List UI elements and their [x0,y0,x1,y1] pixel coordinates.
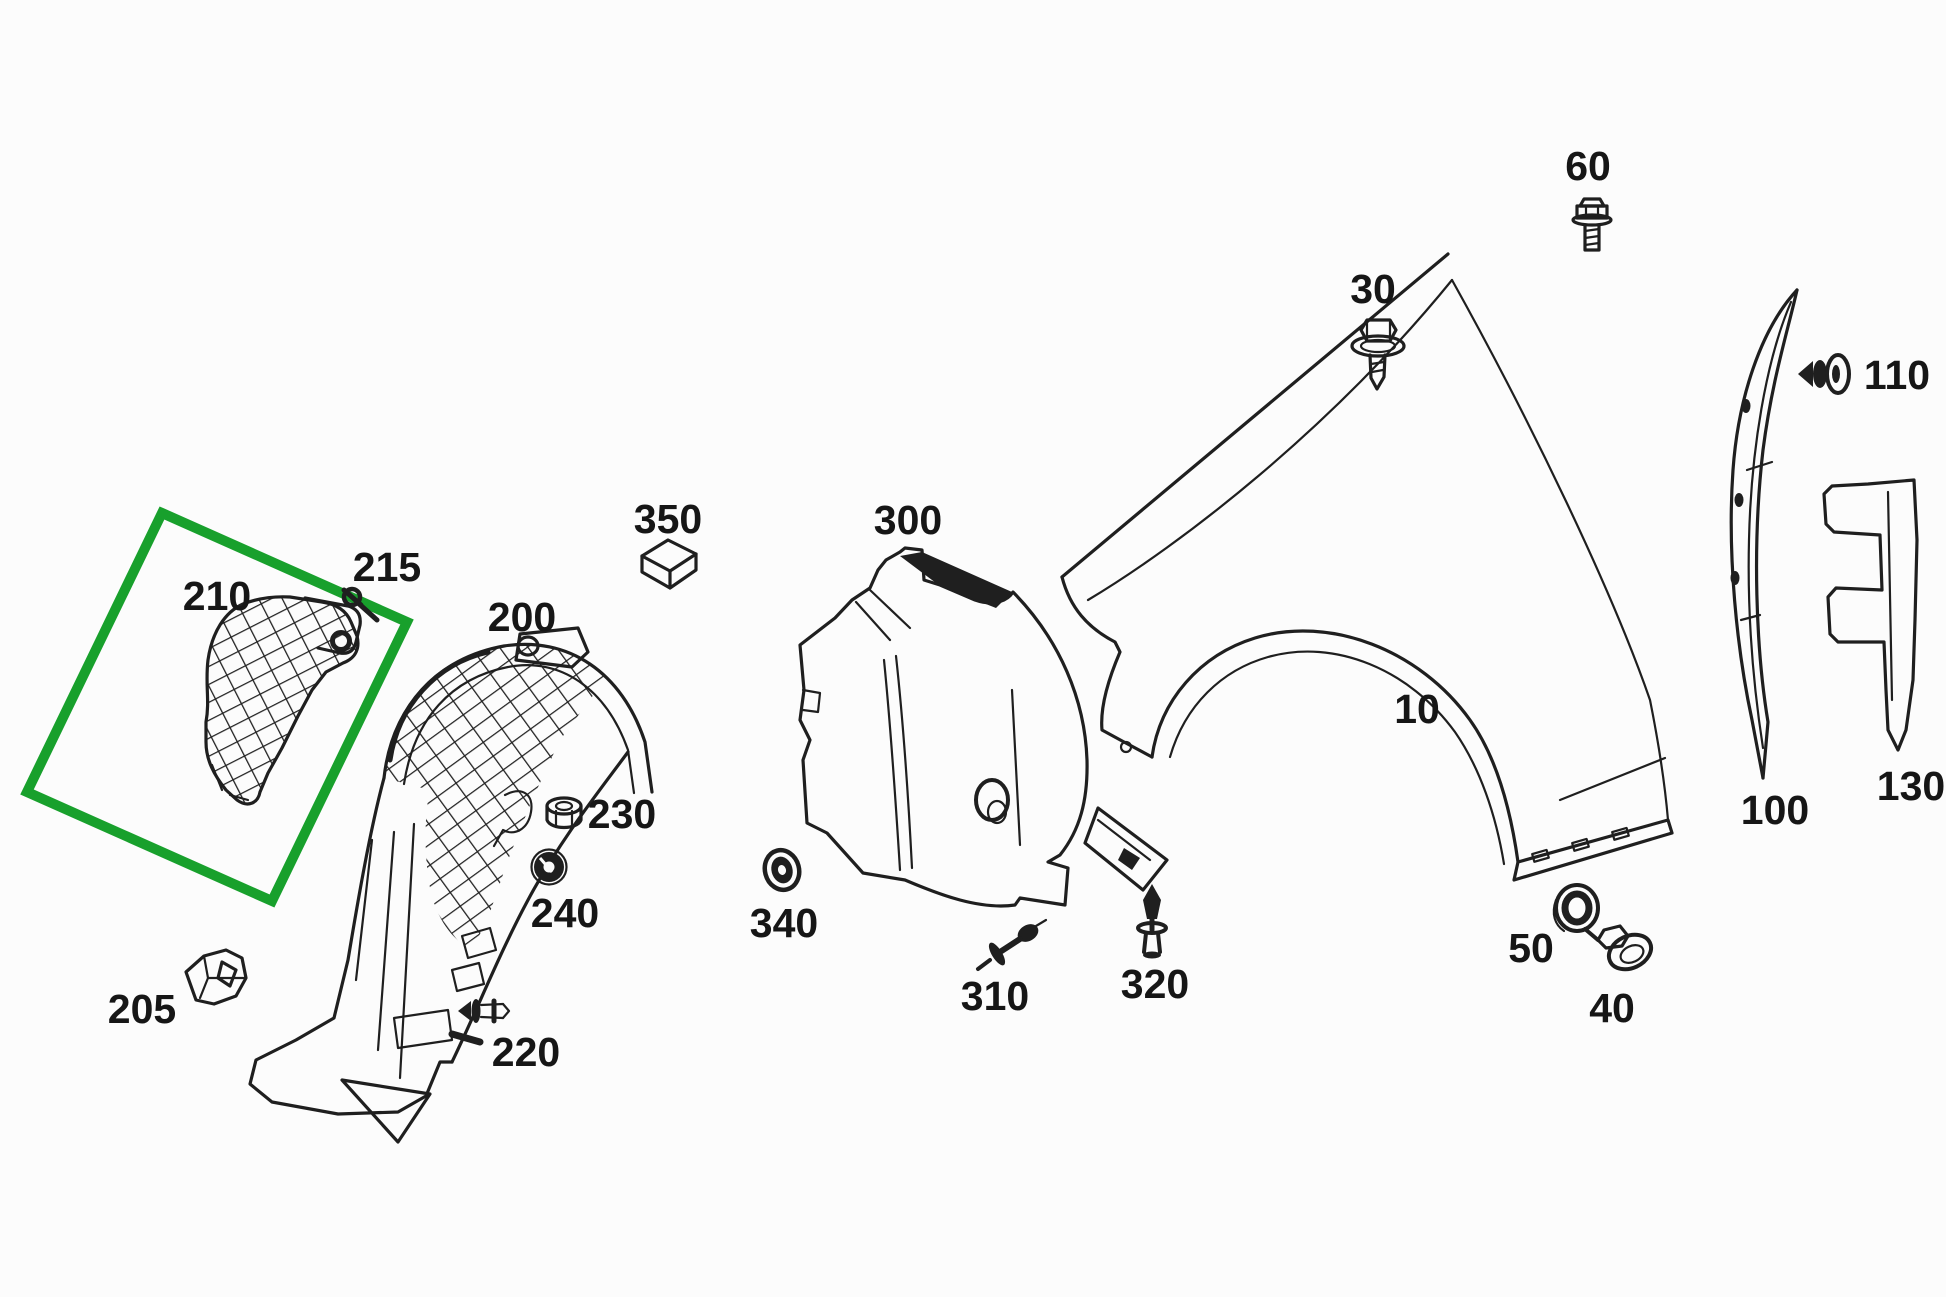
grommet-50-icon [1552,883,1600,933]
rivet-220-icon [458,998,511,1024]
clip-215-icon [341,586,380,623]
highlight-box [20,506,414,908]
label-10: 10 [1394,686,1440,732]
part-200-liner-drawing [248,626,654,1144]
part-130-bracket-drawing [1822,478,1919,752]
label-220: 220 [492,1029,560,1075]
label-350: 350 [634,496,702,542]
rivet-320-icon [1136,884,1168,959]
bolt-60-icon [1571,197,1613,252]
label-110: 110 [1864,352,1930,398]
rivet-310-icon [976,918,1048,971]
label-240: 240 [531,890,599,936]
label-50: 50 [1508,925,1554,971]
label-205: 205 [108,986,176,1032]
screw-40-icon [1583,924,1654,972]
part-300-liner-rear-drawing [798,546,1169,908]
label-30: 30 [1350,266,1396,312]
label-310: 310 [961,973,1029,1019]
label-200: 200 [488,594,556,640]
part-10-fender-drawing [1060,252,1674,882]
clip-110-icon [1798,353,1851,395]
label-320: 320 [1121,961,1189,1007]
label-100: 100 [1741,787,1809,833]
grommet-240-icon [530,848,568,886]
label-340: 340 [750,900,818,946]
label-40: 40 [1589,985,1635,1031]
label-210: 210 [183,573,251,619]
label-215: 215 [353,544,421,590]
part-100-brace-drawing [1729,288,1799,780]
label-130: 130 [1877,763,1945,809]
part-labels: 10 30 40 50 60 100 110 130 200 205 210 2… [108,143,1945,1075]
label-230: 230 [588,791,656,837]
bracket-205-icon [184,948,248,1006]
screw-30-icon [1350,318,1406,391]
nut-340-icon [762,847,802,893]
label-60: 60 [1565,143,1611,189]
pad-350-icon [640,538,698,590]
nut-230-icon [545,796,583,830]
label-300: 300 [874,497,942,543]
